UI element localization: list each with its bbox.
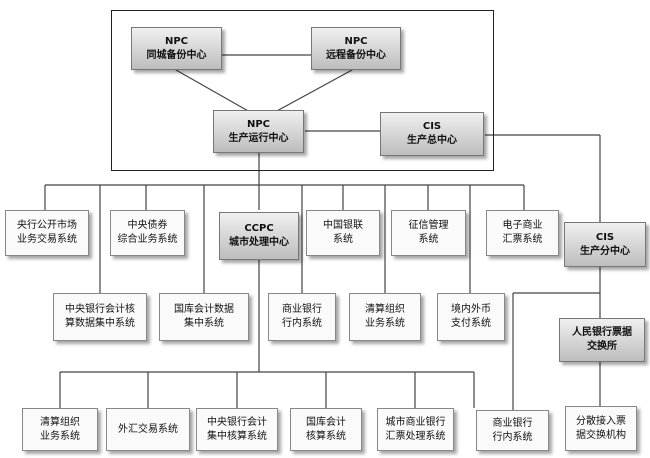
node-label: NPC 远程备份中心 [326, 35, 386, 61]
node-label: 城市商业银行 汇票处理系统 [385, 416, 446, 442]
node-label: 中央债券 综合业务系统 [117, 220, 178, 245]
treasury-accounting-node: 国库会计 核算系统 [290, 408, 362, 451]
cb-accounting-central-node: 中央银行会计 集中核算系统 [196, 408, 278, 451]
node-label: CIS 生产总中心 [407, 121, 457, 146]
node-label: 国库会计 核算系统 [306, 416, 346, 442]
node-label: 央行公开市场 业务交易系统 [17, 220, 77, 245]
node-label: 清算组织 业务系统 [365, 304, 405, 329]
node-label: 中国银联 系统 [323, 220, 363, 245]
treasury-data-node: 国库会计数据 集中系统 [159, 293, 249, 341]
node-label: 外汇交易系统 [118, 423, 178, 435]
fx-payment-node: 境内外币 支付系统 [437, 293, 505, 341]
cis-main-node: CIS 生产总中心 [380, 112, 484, 156]
e-bill-node: 电子商业 汇票系统 [486, 210, 559, 256]
npc-production-node: NPC 生产运行中心 [213, 110, 304, 153]
clearing-org-bottom-node: 清算组织 业务系统 [22, 408, 98, 451]
node-label: 清算组织 业务系统 [40, 416, 80, 442]
node-label: 商业银行 行内系统 [282, 304, 322, 329]
pboc-exchange-node: 人民银行票据 交换所 [559, 318, 645, 362]
cis-branch-node: CIS 生产分中心 [564, 222, 646, 267]
node-label: 中央银行会计 集中核算系统 [207, 416, 267, 442]
node-label: CCPC 城市处理中心 [229, 223, 289, 248]
open-market-node: 央行公开市场 业务交易系统 [5, 210, 89, 256]
node-label: 征信管理 系统 [408, 220, 449, 245]
node-label: CIS 生产分中心 [580, 231, 630, 257]
node-label: NPC 同城备份中心 [146, 35, 207, 61]
unionpay-node: 中国银联 系统 [306, 210, 380, 256]
cb-accounting-node: 中央银行会计核 算数据集中系统 [53, 293, 147, 341]
clearing-org-top-node: 清算组织 业务系统 [349, 293, 421, 341]
node-label: 国库会计数据 集中系统 [174, 304, 234, 329]
central-bond-node: 中央债券 综合业务系统 [110, 210, 185, 256]
city-commercial-bill-node: 城市商业银行 汇票处理系统 [377, 408, 454, 451]
npc-remote-backup-node: NPC 远程备份中心 [311, 27, 401, 70]
node-label: 境内外币 支付系统 [451, 304, 491, 329]
commercial-internal-bottom-node: 商业银行 行内系统 [476, 410, 549, 451]
node-label: 电子商业 汇票系统 [502, 220, 543, 245]
node-label: 分散接入票 据交换机构 [576, 415, 626, 441]
npc-local-backup-node: NPC 同城备份中心 [131, 27, 222, 70]
fx-trading-node: 外汇交易系统 [106, 408, 190, 451]
node-label: 人民银行票据 交换所 [572, 327, 632, 352]
node-label: NPC 生产运行中心 [228, 118, 289, 144]
node-label: 商业银行 行内系统 [492, 417, 533, 443]
node-label: 中央银行会计核 算数据集中系统 [65, 304, 135, 329]
commercial-internal-top-node: 商业银行 行内系统 [268, 293, 336, 341]
ccpc-node: CCPC 城市处理中心 [219, 212, 299, 260]
npc-group-frame [111, 10, 494, 171]
dist-bill-exchange-node: 分散接入票 据交换机构 [565, 406, 637, 451]
credit-mgmt-node: 征信管理 系统 [391, 210, 466, 256]
